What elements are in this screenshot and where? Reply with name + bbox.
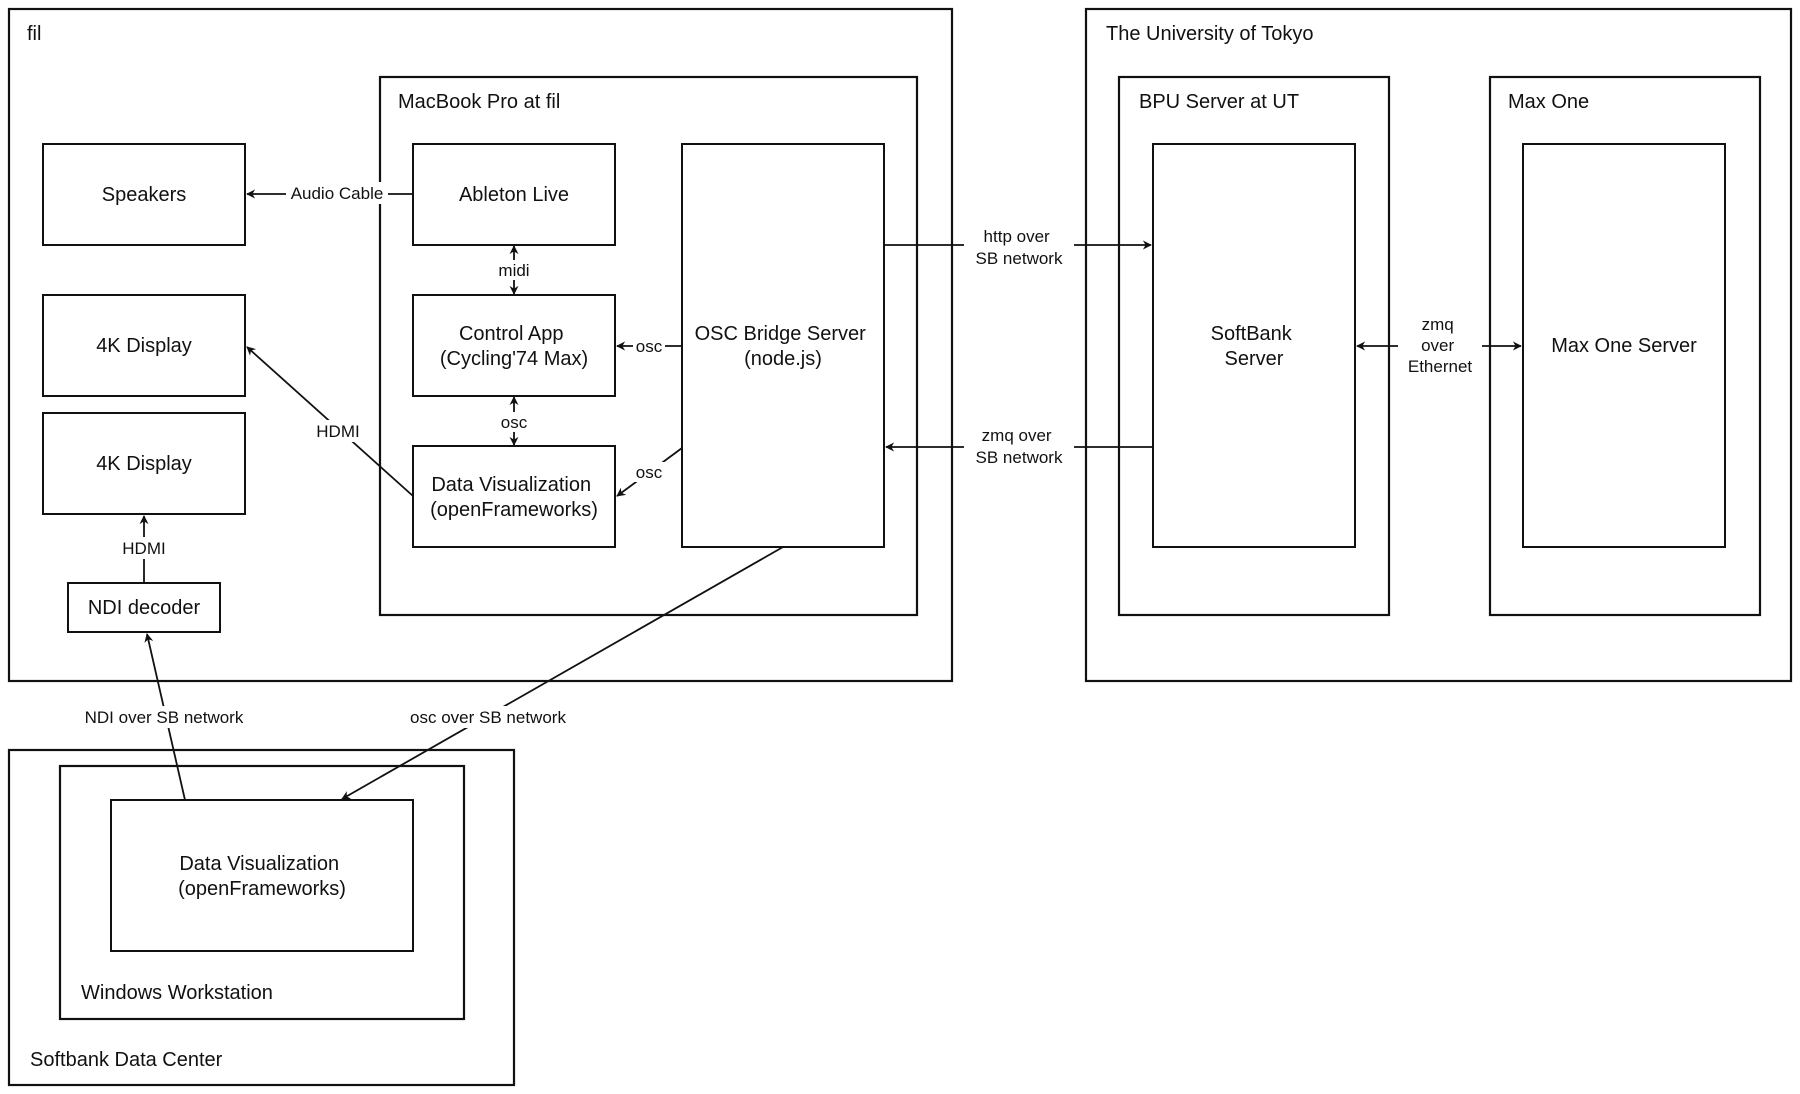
osc-sb-label-bg	[400, 706, 576, 728]
osc-control-viz-label-bg	[497, 412, 531, 432]
dataviz-fil-node	[412, 445, 616, 548]
utokyo-group-label: The University of Tokyo	[1106, 23, 1314, 45]
osc-bridge-viz-label-bg	[633, 462, 665, 482]
zmq-sb-label-bg	[964, 424, 1074, 472]
http-label: http over SB network	[976, 227, 1063, 268]
osc-bridge-node	[681, 143, 885, 548]
ableton-node	[412, 143, 616, 246]
osc-bridge-label: OSC Bridge Server (node.js)	[695, 323, 872, 370]
ndi-decoder-label: NDI decoder	[88, 597, 201, 619]
display-4k-label-2: 4K Display	[96, 453, 192, 475]
maxone-server-label: Max One Server	[1551, 335, 1697, 357]
osc-bridge-control-label-bg	[633, 336, 665, 356]
zmq-eth-label-bg	[1398, 314, 1482, 380]
midi-label-bg	[494, 260, 534, 280]
dataviz-fil-label: Data Visualization (openFrameworks)	[430, 474, 598, 521]
maxone-group-label: Max One	[1508, 91, 1589, 113]
zmq-eth-label: zmq over Ethernet	[1408, 315, 1473, 376]
hdmi-decoder-display-label-bg	[118, 537, 170, 559]
control-app-label: Control App (Cycling'74 Max)	[440, 323, 588, 370]
control-app-node	[412, 294, 616, 397]
ndi-decoder-node	[67, 582, 221, 633]
display-4k-label-1: 4K Display	[96, 335, 192, 357]
hdmi-decoder-display-label: HDMI	[122, 539, 165, 558]
dataviz-dc-label: Data Visualization (openFrameworks)	[178, 853, 346, 900]
maxone-server-node	[1522, 143, 1726, 548]
hdmi-viz-display-label: HDMI	[316, 422, 359, 441]
ndi-label: NDI over SB network	[85, 708, 244, 727]
speakers-label: Speakers	[102, 184, 187, 206]
osc-bridge-control-label: osc	[636, 337, 663, 356]
osc-bridge-viz-label: osc	[636, 463, 663, 482]
midi-label: midi	[498, 261, 529, 280]
ableton-label: Ableton Live	[459, 184, 569, 206]
softbank-dc-group-label: Softbank Data Center	[30, 1049, 223, 1071]
macbook-group-label: MacBook Pro at fil	[398, 91, 560, 113]
speakers-node	[42, 143, 246, 246]
osc-control-viz-label: osc	[501, 413, 528, 432]
display-4k-node-2	[42, 412, 246, 515]
audio-cable-label: Audio Cable	[291, 184, 384, 203]
audio-cable-label-bg	[286, 182, 388, 204]
bpu-group-label: BPU Server at UT	[1139, 91, 1299, 113]
hdmi-viz-display-label-bg	[312, 420, 364, 442]
softbank-server-label: SoftBank Server	[1211, 323, 1298, 370]
display-4k-node-1	[42, 294, 246, 397]
osc-sb-edge	[341, 546, 784, 800]
dataviz-dc-node	[110, 799, 414, 952]
softbank-server-node	[1152, 143, 1356, 548]
osc-sb-label: osc over SB network	[410, 708, 566, 727]
ndi-label-bg	[76, 706, 252, 728]
zmq-sb-label: zmq over SB network	[976, 426, 1063, 467]
windows-ws-group-label: Windows Workstation	[81, 982, 273, 1004]
http-label-bg	[964, 222, 1074, 270]
fil-group-label: fil	[27, 23, 41, 45]
